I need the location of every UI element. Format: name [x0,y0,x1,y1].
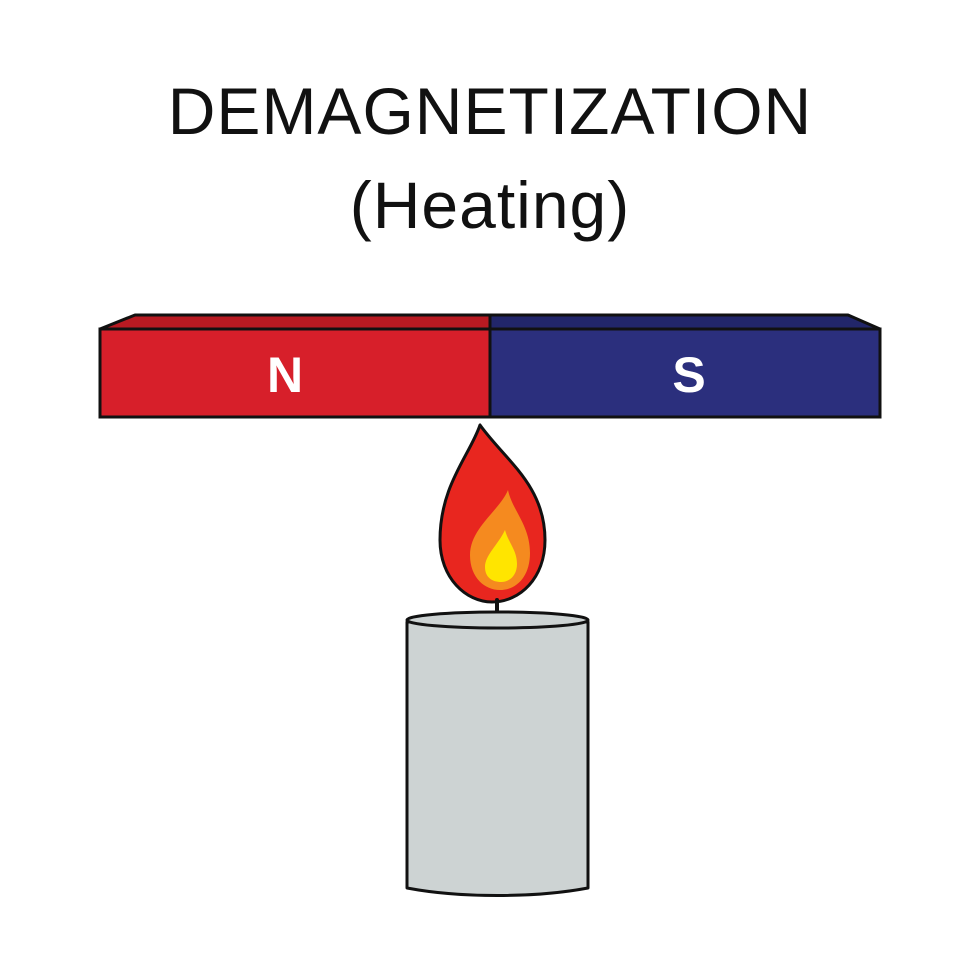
magnet-south-top-face [488,313,882,331]
candle-top [405,610,590,630]
candle-flame [438,423,547,604]
diagram-subtitle: (Heating) [349,168,631,242]
bar-magnet: N S [98,313,882,419]
candle [405,610,590,897]
flame-inner [485,530,517,582]
magnet-south-pole [488,327,882,419]
magnet-north-top-face [98,313,492,331]
south-pole-label: S [672,347,705,403]
diagram-title: DEMAGNETIZATION [167,74,813,148]
magnet-north-pole [98,327,492,419]
candle-body [405,620,590,897]
north-pole-label: N [267,347,303,403]
